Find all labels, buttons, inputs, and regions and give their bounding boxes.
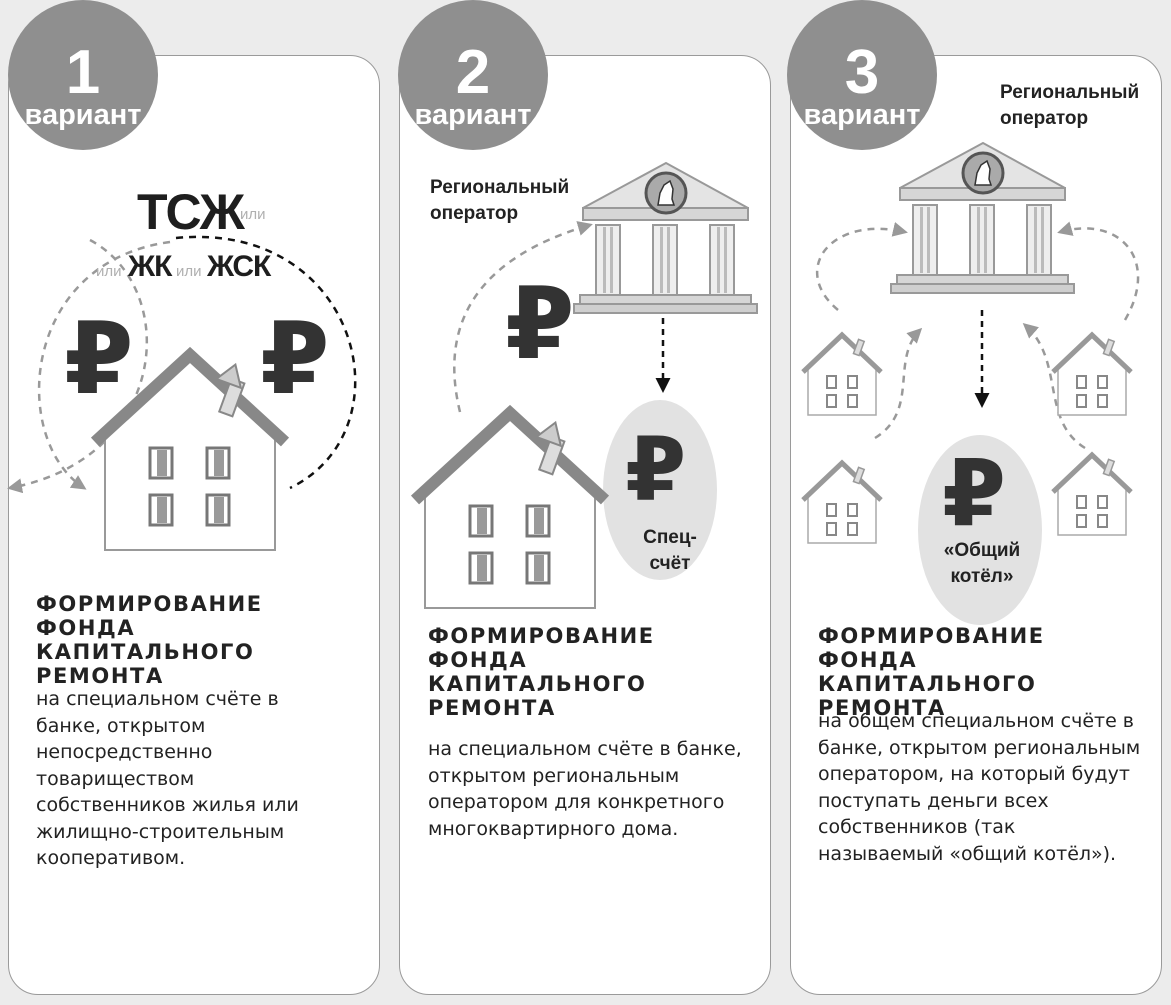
special-account-label: Спец-счёт [643, 527, 697, 574]
variant-2-description: на специальном счёте в банке, открытом р… [428, 738, 742, 840]
variant-badge-1: 1 вариант [8, 0, 158, 150]
ruble-icon: ₽ [260, 300, 330, 417]
regional-operator-label: Региональный оператор [1000, 82, 1140, 129]
variant-word: вариант [24, 99, 142, 131]
org-zhk: ЖК [128, 250, 172, 283]
variant-number: 1 [65, 38, 101, 107]
variant-number: 2 [455, 38, 491, 107]
ruble-icon: ₽ [942, 440, 1007, 547]
regional-operator-label: Региональный оператор [430, 177, 570, 224]
variant-word: вариант [414, 99, 532, 131]
variant-badge-2: 2 вариант [398, 0, 548, 150]
variant-number: 3 [844, 38, 880, 107]
variant-3-description: на общем специальном счёте в банке, откр… [818, 710, 1141, 865]
ruble-icon: ₽ [64, 300, 134, 417]
variant-word: вариант [803, 99, 921, 131]
org-tszh: ТСЖ [137, 184, 245, 240]
common-pot-label: «Общий котёл» [943, 540, 1021, 587]
org-zhsk: ЖСК [207, 250, 271, 283]
or-word-2: или [96, 263, 122, 280]
variant-badge-3: 3 вариант [787, 0, 937, 150]
variant-1-title: ФОРМИРОВАНИЕ ФОНДА КАПИТАЛЬНОГО РЕМОНТА [36, 592, 263, 688]
ruble-icon: ₽ [625, 418, 687, 521]
or-word-1: или [240, 206, 266, 223]
variant-2-title: ФОРМИРОВАНИЕ ФОНДА КАПИТАЛЬНОГО РЕМОНТА [428, 624, 655, 720]
or-word-3: или [176, 263, 202, 280]
ruble-icon: ₽ [505, 265, 575, 382]
variant-3-title: ФОРМИРОВАНИЕ ФОНДА КАПИТАЛЬНОГО РЕМОНТА [818, 624, 1045, 720]
variant-1-description: на специальном счёте в банке, открытом н… [36, 688, 299, 869]
